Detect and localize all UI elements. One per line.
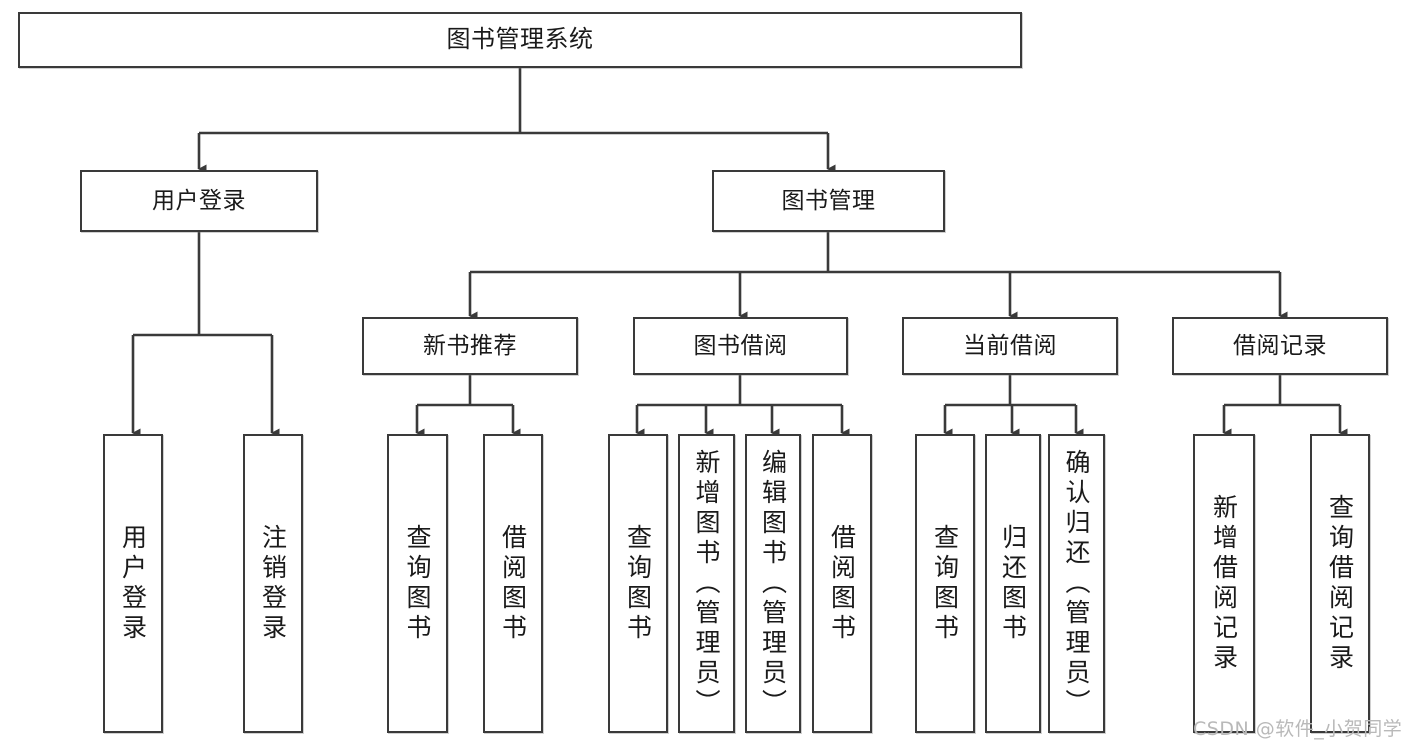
node-leaf-cur-1[interactable]: 查询图书 xyxy=(915,434,975,733)
node-leaf-new-1[interactable]: 查询图书 xyxy=(387,434,448,733)
node-newbook[interactable]: 新书推荐 xyxy=(362,317,578,375)
node-leaf-bor-2[interactable]: 新增图书（管理员） xyxy=(678,434,735,733)
node-label: 新增图书（管理员） xyxy=(692,448,721,719)
node-label: 查询图书 xyxy=(623,523,653,644)
csdn-watermark: CSDN @软件_小贺同学 xyxy=(1193,718,1403,740)
node-label: 图书借阅 xyxy=(693,332,788,359)
node-leaf-cur-3[interactable]: 确认归还（管理员） xyxy=(1048,434,1105,733)
node-login[interactable]: 用户登录 xyxy=(80,170,318,232)
node-label: 新增借阅记录 xyxy=(1209,493,1239,674)
node-label: 查询图书 xyxy=(930,523,960,644)
node-label: 借阅图书 xyxy=(827,523,857,644)
node-label: 当前借阅 xyxy=(963,332,1057,359)
node-label: 查询借阅记录 xyxy=(1325,493,1355,674)
node-label: 确认归还（管理员） xyxy=(1062,448,1091,719)
node-label: 用户登录 xyxy=(152,187,246,214)
node-leaf-bor-4[interactable]: 借阅图书 xyxy=(812,434,872,733)
node-label: 借阅图书 xyxy=(498,523,528,644)
node-root[interactable]: 图书管理系统 xyxy=(18,12,1022,68)
node-leaf-cur-2[interactable]: 归还图书 xyxy=(985,434,1041,733)
node-label: 借阅记录 xyxy=(1233,332,1327,359)
node-leaf-login-1[interactable]: 用户登录 xyxy=(103,434,163,733)
node-label: 注销登录 xyxy=(258,523,288,644)
node-label: 归还图书 xyxy=(998,523,1028,644)
node-leaf-bor-1[interactable]: 查询图书 xyxy=(608,434,668,733)
node-borrow[interactable]: 图书借阅 xyxy=(633,317,848,375)
node-leaf-rec-2[interactable]: 查询借阅记录 xyxy=(1310,434,1370,733)
node-label: 编辑图书（管理员） xyxy=(758,448,788,719)
node-label: 查询图书 xyxy=(403,523,432,644)
node-bookmgmt[interactable]: 图书管理 xyxy=(712,170,945,232)
node-label: 用户登录 xyxy=(118,523,148,644)
node-leaf-new-2[interactable]: 借阅图书 xyxy=(483,434,543,733)
node-leaf-rec-1[interactable]: 新增借阅记录 xyxy=(1193,434,1255,733)
node-label: 新书推荐 xyxy=(423,332,517,359)
node-records[interactable]: 借阅记录 xyxy=(1172,317,1388,375)
node-label: 图书管理系统 xyxy=(446,25,594,54)
node-label: 图书管理 xyxy=(781,187,876,214)
node-current[interactable]: 当前借阅 xyxy=(902,317,1118,375)
node-leaf-bor-3[interactable]: 编辑图书（管理员） xyxy=(745,434,801,733)
node-leaf-login-2[interactable]: 注销登录 xyxy=(243,434,303,733)
